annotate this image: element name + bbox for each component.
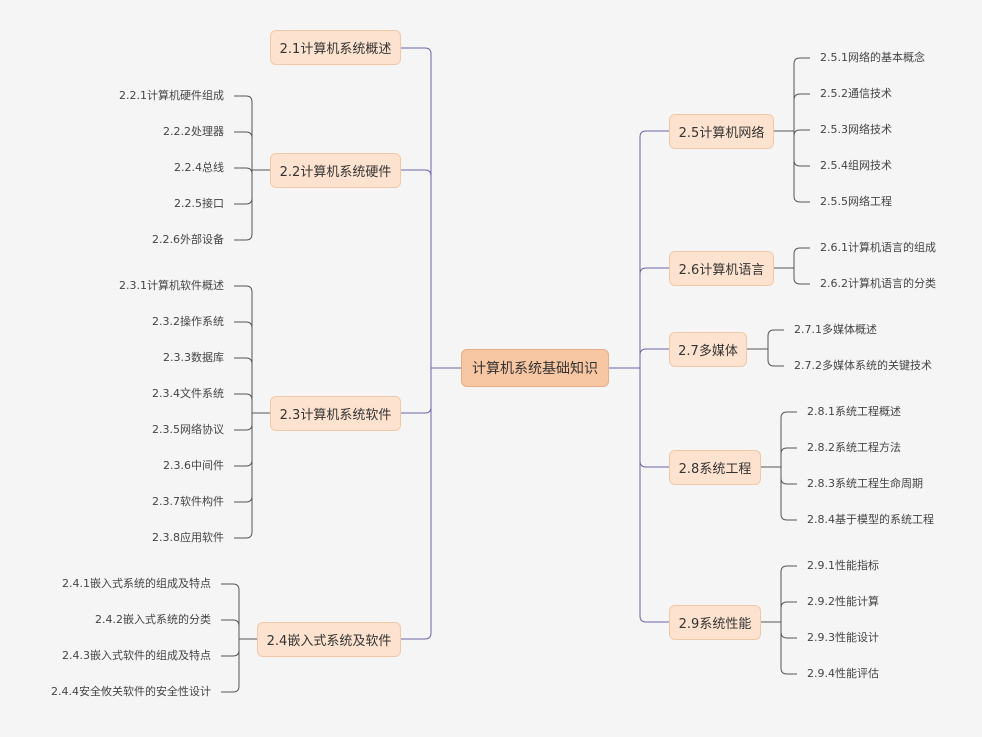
link-leaf <box>234 170 253 241</box>
leaf-2-9-1[interactable]: 2.9.1性能指标 <box>807 559 879 572</box>
link-right-branch <box>639 368 669 468</box>
leaf-2-9-4[interactable]: 2.9.4性能评估 <box>807 667 879 680</box>
link-leaf <box>793 57 810 131</box>
leaf-2-2-2[interactable]: 2.2.2处理器 <box>163 125 224 138</box>
leaf-2-3-3[interactable]: 2.3.3数据库 <box>163 351 224 364</box>
leaf-2-8-4[interactable]: 2.8.4基于模型的系统工程 <box>807 513 934 526</box>
leaf-2-3-5[interactable]: 2.3.5网络协议 <box>152 423 224 436</box>
leaf-2-5-5[interactable]: 2.5.5网络工程 <box>820 195 892 208</box>
leaf-2-8-2[interactable]: 2.8.2系统工程方法 <box>807 441 901 454</box>
link-leaf <box>780 467 797 485</box>
link-leaf <box>234 321 253 413</box>
link-leaf <box>234 413 253 539</box>
link-leaf <box>234 413 253 431</box>
leaf-2-3-7[interactable]: 2.3.7软件构件 <box>152 495 224 508</box>
link-leaf <box>221 639 240 657</box>
link-left-branch <box>401 368 432 414</box>
link-right-branch <box>639 368 669 623</box>
branch-2-2[interactable]: 2.2计算机系统硬件 <box>270 153 401 188</box>
link-leaf <box>793 129 810 137</box>
link-leaf <box>221 639 240 693</box>
leaf-2-4-1[interactable]: 2.4.1嵌入式系统的组成及特点 <box>62 577 211 590</box>
branch-2-3[interactable]: 2.3计算机系统软件 <box>270 396 401 431</box>
branch-2-6[interactable]: 2.6计算机语言 <box>669 251 774 286</box>
leaf-2-4-2[interactable]: 2.4.2嵌入式系统的分类 <box>95 613 211 626</box>
leaf-2-5-1[interactable]: 2.5.1网络的基本概念 <box>820 51 925 64</box>
branch-2-4[interactable]: 2.4嵌入式系统及软件 <box>257 622 401 657</box>
leaf-2-5-2[interactable]: 2.5.2通信技术 <box>820 87 892 100</box>
leaf-2-2-6[interactable]: 2.2.6外部设备 <box>152 233 224 246</box>
link-leaf <box>234 95 253 170</box>
link-leaf <box>793 268 810 285</box>
branch-2-7[interactable]: 2.7多媒体 <box>669 332 747 367</box>
link-leaf <box>780 601 797 622</box>
leaf-2-6-2[interactable]: 2.6.2计算机语言的分类 <box>820 277 936 290</box>
leaf-2-7-1[interactable]: 2.7.1多媒体概述 <box>794 323 877 336</box>
link-leaf <box>780 411 797 467</box>
leaf-2-2-4[interactable]: 2.2.4总线 <box>174 161 224 174</box>
leaf-2-5-3[interactable]: 2.5.3网络技术 <box>820 123 892 136</box>
leaf-2-7-2[interactable]: 2.7.2多媒体系统的关键技术 <box>794 359 932 372</box>
link-leaf <box>234 285 253 413</box>
link-leaf <box>780 565 797 622</box>
link-leaf <box>780 467 797 521</box>
leaf-2-3-8[interactable]: 2.3.8应用软件 <box>152 531 224 544</box>
link-leaf <box>234 170 253 205</box>
leaf-2-8-1[interactable]: 2.8.1系统工程概述 <box>807 405 901 418</box>
link-right-branch <box>639 130 669 368</box>
link-leaf <box>234 167 253 175</box>
leaf-2-3-1[interactable]: 2.3.1计算机软件概述 <box>119 279 224 292</box>
link-leaf <box>793 247 810 268</box>
link-leaf <box>793 131 810 203</box>
leaf-2-8-3[interactable]: 2.8.3系统工程生命周期 <box>807 477 923 490</box>
link-leaf <box>234 131 253 170</box>
link-leaf <box>221 619 240 639</box>
link-leaf <box>780 447 797 467</box>
leaf-2-2-5[interactable]: 2.2.5接口 <box>174 197 224 210</box>
leaf-2-4-4[interactable]: 2.4.4安全攸关软件的安全性设计 <box>51 685 211 698</box>
link-leaf <box>234 393 253 413</box>
branch-2-9[interactable]: 2.9系统性能 <box>669 605 761 640</box>
leaf-2-5-4[interactable]: 2.5.4组网技术 <box>820 159 892 172</box>
link-right-branch <box>639 348 669 368</box>
link-leaf <box>767 349 784 367</box>
link-leaf <box>234 413 253 467</box>
link-leaf <box>221 583 240 639</box>
link-left-branch <box>401 169 432 368</box>
leaf-2-3-2[interactable]: 2.3.2操作系统 <box>152 315 224 328</box>
link-leaf <box>234 413 253 503</box>
leaf-2-2-1[interactable]: 2.2.1计算机硬件组成 <box>119 89 224 102</box>
link-leaf <box>234 357 253 413</box>
leaf-2-3-4[interactable]: 2.3.4文件系统 <box>152 387 224 400</box>
link-leaf <box>793 131 810 167</box>
branch-2-8[interactable]: 2.8系统工程 <box>669 450 761 485</box>
branch-2-5[interactable]: 2.5计算机网络 <box>669 114 774 149</box>
link-leaf <box>793 93 810 131</box>
root-node[interactable]: 计算机系统基础知识 <box>461 349 609 387</box>
link-left-branch <box>401 47 432 368</box>
leaf-2-4-3[interactable]: 2.4.3嵌入式软件的组成及特点 <box>62 649 211 662</box>
link-right-branch <box>639 267 669 368</box>
leaf-2-6-1[interactable]: 2.6.1计算机语言的组成 <box>820 241 936 254</box>
leaf-2-3-6[interactable]: 2.3.6中间件 <box>163 459 224 472</box>
link-leaf <box>780 622 797 639</box>
leaf-2-9-3[interactable]: 2.9.3性能设计 <box>807 631 879 644</box>
leaf-2-9-2[interactable]: 2.9.2性能计算 <box>807 595 879 608</box>
link-leaf <box>767 329 784 349</box>
branch-2-1[interactable]: 2.1计算机系统概述 <box>270 30 401 65</box>
link-leaf <box>780 622 797 675</box>
link-left-branch <box>401 368 432 640</box>
